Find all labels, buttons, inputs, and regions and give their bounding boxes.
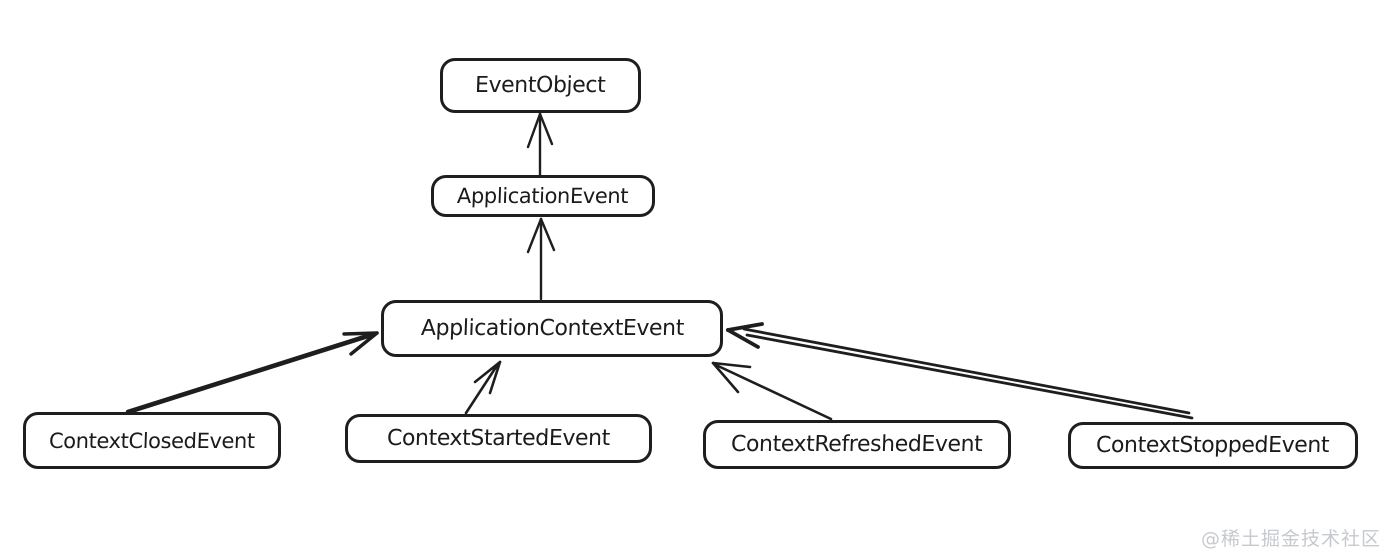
edge-contextclosedevent-to-applicationcontextevent [125, 331, 379, 415]
node-eventobject: EventObject [440, 58, 641, 113]
edge-contextrefreshedevent-to-applicationcontextevent [711, 361, 833, 421]
node-applicationevent: ApplicationEvent [431, 175, 655, 217]
node-contextstoppedevent: ContextStoppedEvent [1068, 422, 1358, 469]
watermark: @稀土掘金技术社区 [1200, 528, 1381, 550]
node-contextclosedevent-label: ContextClosedEvent [48, 428, 256, 453]
node-applicationcontextevent-label: ApplicationContextEvent [420, 316, 684, 341]
node-contextclosedevent: ContextClosedEvent [23, 412, 281, 469]
edge-contextstoppedevent-to-applicationcontextevent [726, 322, 1194, 420]
edge-contextstartedevent-to-applicationcontextevent [464, 360, 502, 415]
node-contextstoppedevent-label: ContextStoppedEvent [1096, 433, 1330, 458]
node-contextstartedevent: ContextStartedEvent [345, 414, 652, 463]
node-contextrefreshedevent: ContextRefreshedEvent [703, 420, 1011, 469]
edge-applicationcontextevent-to-applicationevent [526, 217, 556, 301]
edge-applicationevent-to-eventobject [526, 112, 554, 177]
node-contextrefreshedevent-label: ContextRefreshedEvent [730, 432, 984, 457]
node-applicationevent-label: ApplicationEvent [457, 184, 629, 208]
node-eventobject-label: EventObject [474, 73, 607, 98]
node-contextstartedevent-label: ContextStartedEvent [386, 426, 611, 451]
node-applicationcontextevent: ApplicationContextEvent [381, 300, 723, 357]
